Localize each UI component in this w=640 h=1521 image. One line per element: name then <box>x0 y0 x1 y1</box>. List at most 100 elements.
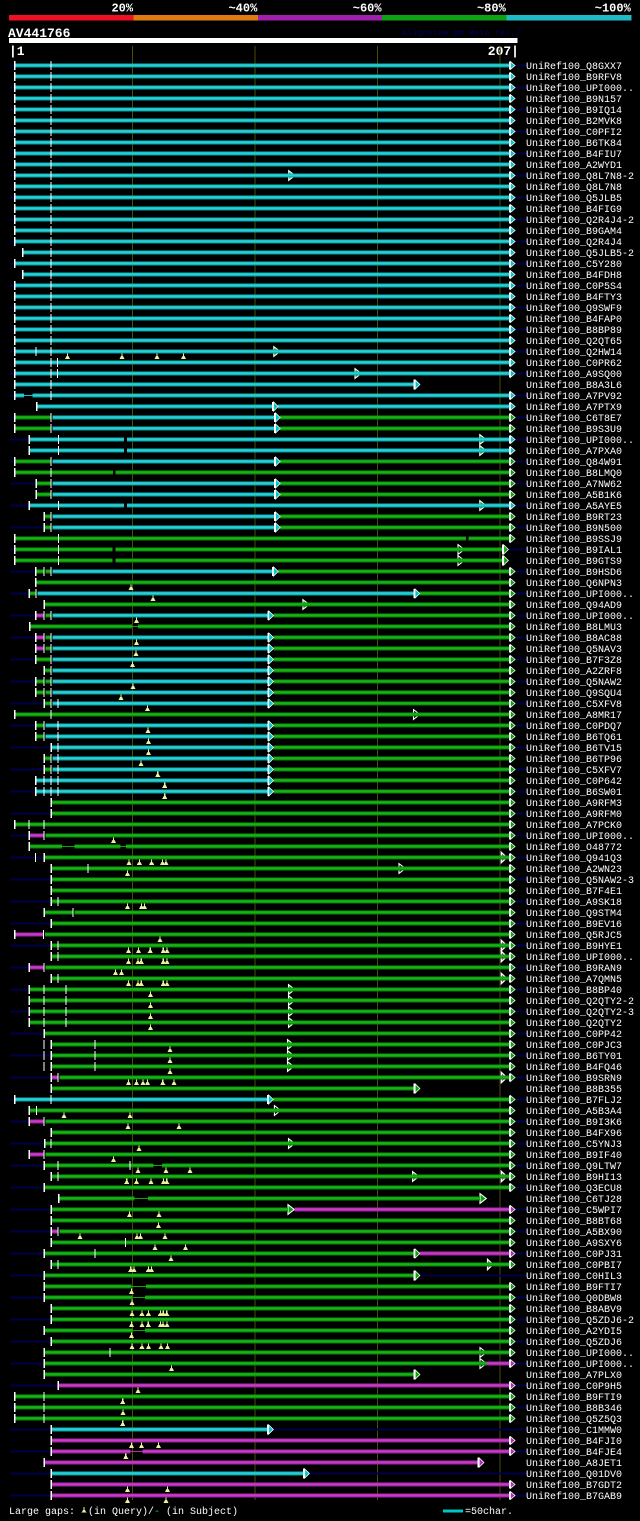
svg-text:UniRef100_B8BT68: UniRef100_B8BT68 <box>526 1216 622 1228</box>
svg-text:UniRef100_B6TV15: UniRef100_B6TV15 <box>526 743 622 755</box>
svg-text:UniRef100_A8MR17: UniRef100_A8MR17 <box>526 710 622 722</box>
svg-text:UniRef100_Q2HW14: UniRef100_Q2HW14 <box>526 347 622 359</box>
svg-text:UniRef100_A9SXY6: UniRef100_A9SXY6 <box>526 1238 622 1250</box>
svg-text:UniRef100_UPI000..: UniRef100_UPI000.. <box>526 1348 634 1360</box>
svg-text:UniRef100_Q5RJC5: UniRef100_Q5RJC5 <box>526 930 622 942</box>
svg-text:UniRef100_Q84W91: UniRef100_Q84W91 <box>526 457 622 469</box>
svg-text:UniRef100_B7F4E1: UniRef100_B7F4E1 <box>526 886 622 898</box>
svg-text:UniRef100_B6SW01: UniRef100_B6SW01 <box>526 787 622 799</box>
svg-text:~40%: ~40% <box>228 2 258 16</box>
svg-text:AV441766: AV441766 <box>8 26 71 41</box>
svg-text:UniRef100_A7PXA0: UniRef100_A7PXA0 <box>526 446 622 458</box>
svg-text:UniRef100_B9HYE1: UniRef100_B9HYE1 <box>526 941 622 953</box>
svg-text:UniRef100_Q9LTW7: UniRef100_Q9LTW7 <box>526 1161 622 1173</box>
svg-text:UniRef100_Q2QT65: UniRef100_Q2QT65 <box>526 336 622 348</box>
svg-text:UniRef100_C5Y280: UniRef100_C5Y280 <box>526 259 622 271</box>
svg-text:UniRef100_B8A3L6: UniRef100_B8A3L6 <box>526 380 622 392</box>
svg-text:UniRef100_A9RFM3: UniRef100_A9RFM3 <box>526 798 622 810</box>
svg-text:UniRef100_B7F3Z8: UniRef100_B7F3Z8 <box>526 655 622 667</box>
svg-text:UniRef100_C0PFI2: UniRef100_C0PFI2 <box>526 127 622 139</box>
svg-text:UniRef100_A8JET1: UniRef100_A8JET1 <box>526 1458 622 1470</box>
svg-text:UniRef100_C0P642: UniRef100_C0P642 <box>526 776 622 788</box>
svg-text:UniRef100_Q941Q3: UniRef100_Q941Q3 <box>526 853 622 865</box>
svg-text:AlignView.pm Beta rel.7: AlignView.pm Beta rel.7 <box>402 28 521 38</box>
svg-text:UniRef100_B9SRN9: UniRef100_B9SRN9 <box>526 1073 622 1085</box>
svg-text:UniRef100_B9RAN9: UniRef100_B9RAN9 <box>526 963 622 975</box>
svg-text:UniRef100_UPI000..: UniRef100_UPI000.. <box>526 611 634 623</box>
svg-text:UniRef100_Q5JLB5-2: UniRef100_Q5JLB5-2 <box>526 248 634 260</box>
svg-text:UniRef100_A9RFM0: UniRef100_A9RFM0 <box>526 809 622 821</box>
svg-text:UniRef100_UPI000..: UniRef100_UPI000.. <box>526 952 634 964</box>
svg-text:UniRef100_A7PCK0: UniRef100_A7PCK0 <box>526 820 622 832</box>
svg-text:UniRef100_B8LMU3: UniRef100_B8LMU3 <box>526 622 622 634</box>
svg-text:UniRef100_UPI000..: UniRef100_UPI000.. <box>526 589 634 601</box>
svg-text:UniRef100_B9I3K6: UniRef100_B9I3K6 <box>526 1117 622 1129</box>
svg-text:UniRef100_Q6NPN3: UniRef100_Q6NPN3 <box>526 578 622 590</box>
svg-text:UniRef100_B4FAP0: UniRef100_B4FAP0 <box>526 314 622 326</box>
svg-text:UniRef100_Q5ZDJ6-2: UniRef100_Q5ZDJ6-2 <box>526 1315 634 1327</box>
svg-text:UniRef100_B7GAB9: UniRef100_B7GAB9 <box>526 1491 622 1503</box>
svg-text:UniRef100_C6TJ28: UniRef100_C6TJ28 <box>526 1194 622 1206</box>
svg-text:UniRef100_B8ABV9: UniRef100_B8ABV9 <box>526 1304 622 1316</box>
svg-text:UniRef100_C0PDQ7: UniRef100_C0PDQ7 <box>526 721 622 733</box>
svg-text:UniRef100_B9N157: UniRef100_B9N157 <box>526 94 622 106</box>
svg-text:UniRef100_C0HIL3: UniRef100_C0HIL3 <box>526 1271 622 1283</box>
svg-text:UniRef100_O48772: UniRef100_O48772 <box>526 842 622 854</box>
svg-text:UniRef100_A2ZRF8: UniRef100_A2ZRF8 <box>526 666 622 678</box>
svg-text:UniRef100_A9SQ00: UniRef100_A9SQ00 <box>526 369 622 381</box>
svg-text:UniRef100_Q2QTY2-3: UniRef100_Q2QTY2-3 <box>526 1007 634 1019</box>
svg-text:UniRef100_Q2R4J4: UniRef100_Q2R4J4 <box>526 237 622 249</box>
svg-text:UniRef100_A7PV92: UniRef100_A7PV92 <box>526 391 622 403</box>
svg-text:UniRef100_B6TY01: UniRef100_B6TY01 <box>526 1051 622 1063</box>
svg-text:UniRef100_Q9SQU4: UniRef100_Q9SQU4 <box>526 688 622 700</box>
svg-text:UniRef100_A2YDI5: UniRef100_A2YDI5 <box>526 1326 622 1338</box>
svg-text:UniRef100_C0PJC3: UniRef100_C0PJC3 <box>526 1040 622 1052</box>
svg-text:UniRef100_B9FTI7: UniRef100_B9FTI7 <box>526 1282 622 1294</box>
svg-text:UniRef100_Q8L7N8-2: UniRef100_Q8L7N8-2 <box>526 171 634 183</box>
svg-text:UniRef100_Q3ECU8: UniRef100_Q3ECU8 <box>526 1183 622 1195</box>
svg-text:UniRef100_B9RFV8: UniRef100_B9RFV8 <box>526 72 622 84</box>
svg-text:UniRef100_Q2QTY2: UniRef100_Q2QTY2 <box>526 1018 622 1030</box>
svg-text:20%: 20% <box>111 2 133 16</box>
svg-text:~60%: ~60% <box>353 2 383 16</box>
svg-text:UniRef100_Q01DV0: UniRef100_Q01DV0 <box>526 1469 622 1481</box>
svg-text:UniRef100_B9GTS9: UniRef100_B9GTS9 <box>526 556 622 568</box>
svg-text:UniRef100_B9RT23: UniRef100_B9RT23 <box>526 512 622 524</box>
svg-text:UniRef100_B4FIU7: UniRef100_B4FIU7 <box>526 149 622 161</box>
svg-text:UniRef100_B9HSD6: UniRef100_B9HSD6 <box>526 567 622 579</box>
svg-text:UniRef100_B8LMQ0: UniRef100_B8LMQ0 <box>526 468 622 480</box>
svg-text:UniRef100_Q9STM4: UniRef100_Q9STM4 <box>526 908 622 920</box>
svg-text:UniRef100_B2MVK8: UniRef100_B2MVK8 <box>526 116 622 128</box>
svg-text:UniRef100_Q94AD9: UniRef100_Q94AD9 <box>526 600 622 612</box>
svg-text:UniRef100_Q5NAW2: UniRef100_Q5NAW2 <box>526 677 622 689</box>
svg-text:UniRef100_A7QMN5: UniRef100_A7QMN5 <box>526 974 622 986</box>
svg-text:=50char.: =50char. <box>465 1506 513 1518</box>
svg-text:UniRef100_UPI000..: UniRef100_UPI000.. <box>526 83 634 95</box>
svg-text:UniRef100_C5XFV7: UniRef100_C5XFV7 <box>526 765 622 777</box>
svg-text:~100%: ~100% <box>595 2 632 16</box>
svg-text:UniRef100_B9EV16: UniRef100_B9EV16 <box>526 919 622 931</box>
svg-text:UniRef100_A2WYD1: UniRef100_A2WYD1 <box>526 160 622 172</box>
svg-text:UniRef100_Q8GXX7: UniRef100_Q8GXX7 <box>526 61 622 73</box>
svg-text:UniRef100_A7PLX0: UniRef100_A7PLX0 <box>526 1370 622 1382</box>
svg-text:UniRef100_B9HI13: UniRef100_B9HI13 <box>526 1172 622 1184</box>
svg-text:UniRef100_B6TK84: UniRef100_B6TK84 <box>526 138 622 150</box>
svg-text:UniRef100_UPI000..: UniRef100_UPI000.. <box>526 1359 634 1371</box>
svg-text:UniRef100_C0PP42: UniRef100_C0PP42 <box>526 1029 622 1041</box>
svg-text:UniRef100_Q5JLB5: UniRef100_Q5JLB5 <box>526 193 622 205</box>
svg-text:UniRef100_UPI000..: UniRef100_UPI000.. <box>526 435 634 447</box>
svg-text:UniRef100_B4FX96: UniRef100_B4FX96 <box>526 1128 622 1140</box>
svg-text:UniRef100_Q9SWF9: UniRef100_Q9SWF9 <box>526 303 622 315</box>
svg-text:UniRef100_B4FIG9: UniRef100_B4FIG9 <box>526 204 622 216</box>
svg-text:UniRef100_B7GDT2: UniRef100_B7GDT2 <box>526 1480 622 1492</box>
svg-text:UniRef100_B7FLJ2: UniRef100_B7FLJ2 <box>526 1095 622 1107</box>
svg-text:207|: 207| <box>488 44 519 59</box>
svg-text:UniRef100_A5BX90: UniRef100_A5BX90 <box>526 1227 622 1239</box>
svg-text:UniRef100_C5XFV8: UniRef100_C5XFV8 <box>526 699 622 711</box>
svg-text:UniRef100_A5AYE5: UniRef100_A5AYE5 <box>526 501 622 513</box>
svg-text:UniRef100_B8AC88: UniRef100_B8AC88 <box>526 633 622 645</box>
svg-text:UniRef100_B4FTY3: UniRef100_B4FTY3 <box>526 292 622 304</box>
svg-text:UniRef100_B9IAL1: UniRef100_B9IAL1 <box>526 545 622 557</box>
svg-text:UniRef100_B4FDH8: UniRef100_B4FDH8 <box>526 270 622 282</box>
svg-text:UniRef100_C0PJ31: UniRef100_C0PJ31 <box>526 1249 622 1261</box>
